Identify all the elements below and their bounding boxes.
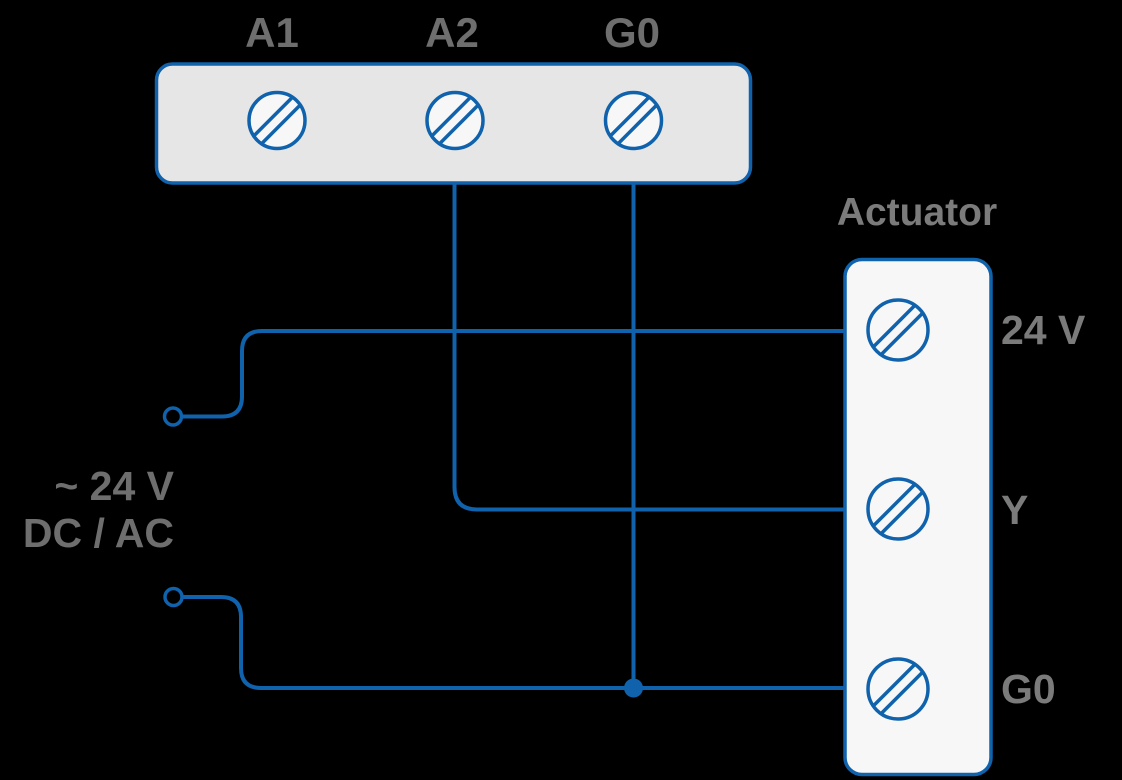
actuator-screw-24v-icon: [866, 298, 930, 362]
terminal-label-a2: A2: [425, 9, 479, 56]
actuator-label-y: Y: [1001, 487, 1029, 533]
actuator-screw-y-icon: [866, 477, 930, 541]
actuator-label-24v: 24 V: [1001, 307, 1086, 353]
actuator-screw-g0-icon: [866, 657, 930, 721]
wire-supply-bottom-to-g0: [183, 595, 846, 690]
power-supply-label: ~ 24 V DC / AC: [0, 463, 174, 557]
screw-terminal-g0-icon: [603, 90, 664, 151]
screw-terminal-a1-icon: [247, 90, 307, 151]
screw-terminal-a2-icon: [425, 90, 485, 151]
terminal-label-g0: G0: [603, 9, 661, 56]
wire-a2-to-y: [452, 182, 846, 512]
actuator-title: Actuator: [836, 191, 998, 234]
supply-terminal-bottom-icon: [163, 586, 184, 608]
power-supply-voltage: ~ 24 V: [54, 463, 174, 509]
terminal-label-a1: A1: [245, 9, 299, 56]
wire-supply-top-to-24v: [182, 329, 846, 419]
power-supply-type: DC / AC: [22, 510, 174, 556]
junction-dot: [624, 678, 643, 698]
actuator-label-g0: G0: [1001, 666, 1056, 712]
supply-terminal-top-icon: [162, 406, 184, 427]
